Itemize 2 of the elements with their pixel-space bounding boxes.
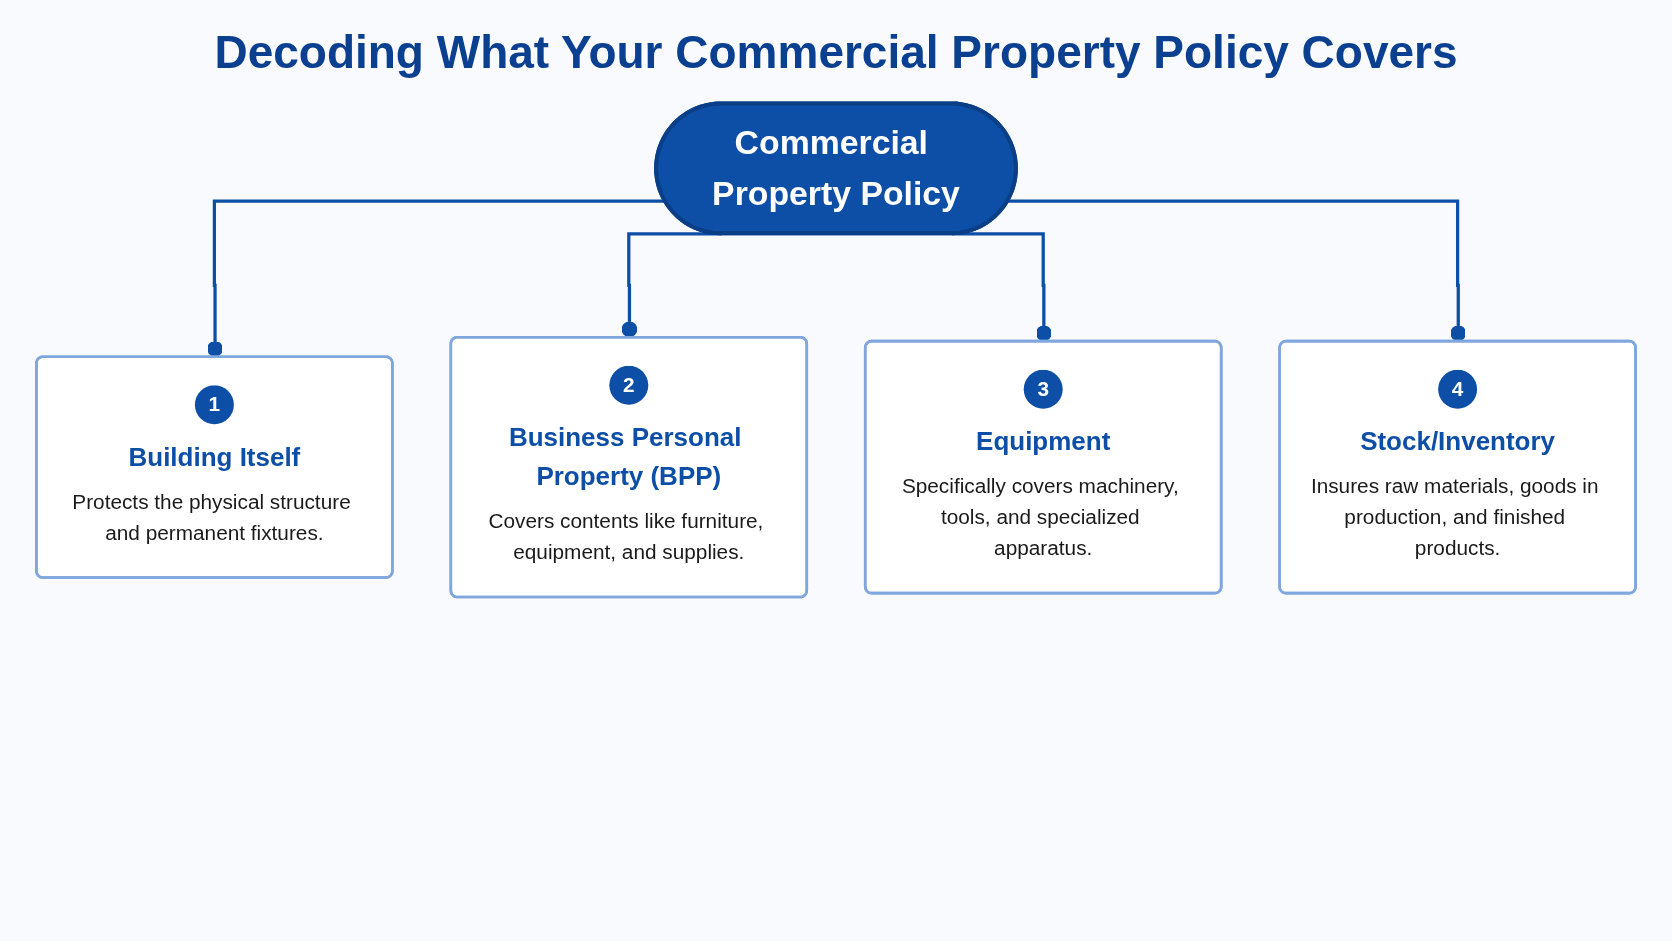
title: Decoding What Your Commercial Property Policy Covers: [214, 26, 1458, 79]
connector: [1008, 199, 1467, 342]
